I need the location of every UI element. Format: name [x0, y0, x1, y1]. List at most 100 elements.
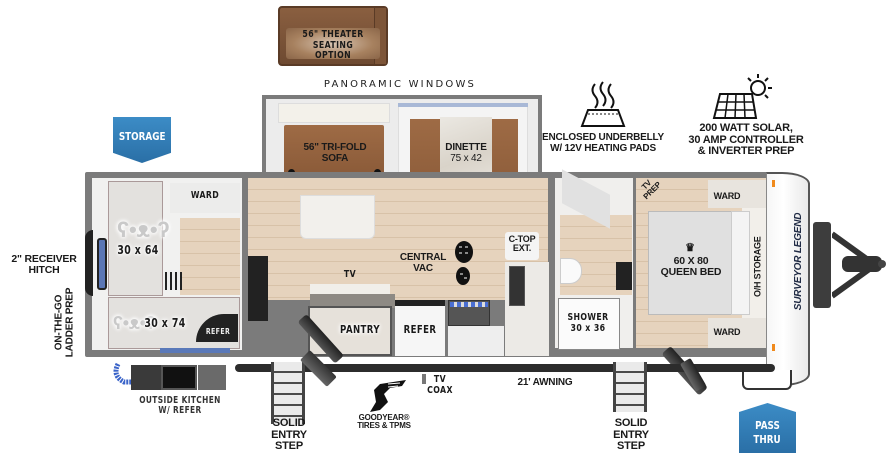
outside-kitchen-line1: OUTSIDE KITCHEN: [139, 395, 221, 406]
living-floor: [248, 178, 548, 300]
ctop-line1: C-TOP: [508, 234, 536, 244]
sofa-label-line2: SOFA: [321, 152, 349, 164]
underbelly-line1: ENCLOSED UNDERBELLY: [542, 132, 664, 143]
refer-label: REFER: [403, 323, 437, 336]
frame-rail: [235, 364, 775, 372]
front-step-line1: SOLID ENTRY: [613, 417, 649, 441]
sofa-label-line1: 56" TRI-FOLD: [303, 142, 367, 153]
ward-bottom: [708, 318, 766, 348]
bath-cabinet: [616, 262, 632, 290]
pass-thru-badge: PASS THRU: [739, 403, 796, 453]
surveyor-legend-logo: SURVEYOR LEGEND: [792, 212, 804, 311]
tv-coax-line2: COAX: [427, 384, 453, 396]
refrigerator-top: [395, 300, 445, 306]
goodyear-wingfoot-icon: [370, 380, 406, 412]
ward-bottom-label: WARD: [713, 327, 741, 337]
marker-light: [772, 180, 775, 187]
ward-top: [708, 180, 766, 208]
bunk-ladder: [165, 272, 182, 290]
goodyear-line1: GOODYEAR®: [358, 413, 410, 422]
bunk-lower-size: 30 x 74: [144, 316, 186, 330]
ctop-line2: EXT.: [512, 243, 532, 254]
tv-coax-line1: TV: [433, 374, 447, 385]
solar-line2: 30 AMP CONTROLLER: [688, 133, 804, 146]
solar-panel-icon: [712, 74, 772, 119]
panoramic-windows-label: PANORAMIC WINDOWS: [323, 79, 477, 90]
theater-seat-cushion: [286, 28, 380, 59]
bunk-upper: [108, 181, 163, 296]
dinette-label-line1: DINETTE: [445, 142, 487, 153]
bunk-refer-label: REFER: [205, 327, 231, 336]
galley-cabinet: [448, 326, 504, 356]
sofa-extension: [300, 195, 375, 239]
tongue-jack: [832, 231, 886, 299]
dinette-label-line2: 75 x 42: [450, 152, 482, 164]
window: [398, 103, 528, 107]
ladder-prep-line2: LADDER PREP: [64, 287, 75, 358]
pass-thru-line1: PASS: [755, 419, 780, 433]
ctop-ext-box: [505, 232, 539, 260]
tv-console: [310, 294, 395, 308]
front-step-line2: STEP: [617, 440, 645, 453]
entry-step-rear[interactable]: [271, 362, 305, 424]
storage-badge: STORAGE: [113, 117, 171, 163]
pass-thru-line2: THRU: [753, 433, 782, 446]
tv-coax-port: [422, 374, 426, 384]
central-vac-line1: CENTRAL: [399, 252, 447, 263]
awning-label: 21' AWNING: [517, 377, 573, 388]
tv-console-top: [310, 284, 390, 294]
toilet: [560, 258, 582, 284]
receiver-hitch: [85, 230, 93, 296]
outside-kitchen-line2: W/ REFER: [158, 404, 202, 416]
tri-fold-sofa: [284, 125, 384, 177]
underbelly-line2: W/ 12V HEATING PADS: [550, 142, 656, 154]
tv-cabinet: [248, 256, 268, 321]
ward-top-label: WARD: [713, 191, 741, 201]
storage-badge-label: STORAGE: [118, 129, 166, 143]
solar-line1: 200 WATT SOLAR,: [699, 122, 793, 134]
bunk-upper-size: 30 x 64: [117, 243, 159, 257]
bunk-window-lower: [160, 348, 230, 353]
heating-pads-icon: [580, 81, 626, 127]
teddy-bear-icon: ʕ•ᴥ•ʔ: [117, 217, 170, 242]
receiver-hitch-line1: 2" RECEIVER: [11, 253, 77, 265]
goodyear-line2: TIRES & TPMS: [357, 421, 411, 431]
central-vac-line2: VAC: [413, 262, 433, 274]
shower: [558, 298, 620, 350]
teddy-bear-icon: ʕ•ᴥ•ʔ: [113, 313, 156, 333]
rear-step-line1: SOLID ENTRY: [271, 417, 307, 441]
sink: [509, 266, 525, 306]
shower-line1: SHOWER: [567, 312, 609, 323]
theater-seating-option: 56" THEATER SEATING OPTION: [278, 6, 388, 66]
outside-kitchen-cabinet: [131, 365, 161, 390]
receiver-hitch-line2: HITCH: [28, 264, 60, 277]
ladder-prep-line1: ON-THE-GO: [53, 294, 65, 351]
pantry-label: PANTRY: [340, 323, 380, 336]
theater-label-line2: SEATING OPTION: [312, 39, 354, 61]
oh-storage-label: O/H STORAGE: [752, 236, 763, 298]
central-vac-boot-icon: [455, 241, 473, 285]
water-hose-icon: [113, 362, 136, 385]
tv-label: TV: [343, 269, 357, 280]
front-storage-box: [742, 370, 792, 390]
sofa-backrest: [278, 103, 390, 123]
shower-line2: 30 x 36: [570, 322, 606, 334]
front-window: [813, 222, 831, 308]
refrigerator: [395, 304, 445, 356]
outside-refer: [161, 365, 197, 390]
rear-window: [97, 238, 107, 290]
outside-kitchen-storage: [198, 365, 226, 390]
crown-icon: ♛: [685, 242, 695, 254]
stove-burners: [450, 302, 488, 307]
entry-step-front[interactable]: [613, 362, 647, 412]
pillows: [731, 211, 750, 315]
marker-light: [772, 344, 775, 351]
bunk-ward-label: WARD: [190, 190, 220, 201]
bed-line1: 60 X 80: [673, 255, 709, 267]
theater-label-line1: 56" THEATER: [302, 29, 364, 40]
bunk-wardrobe: [170, 183, 240, 213]
solar-line3: & INVERTER PREP: [697, 145, 795, 158]
rear-step-line2: STEP: [275, 440, 303, 453]
bed-line2: QUEEN BED: [660, 266, 722, 279]
bunk-floor: [180, 218, 240, 295]
